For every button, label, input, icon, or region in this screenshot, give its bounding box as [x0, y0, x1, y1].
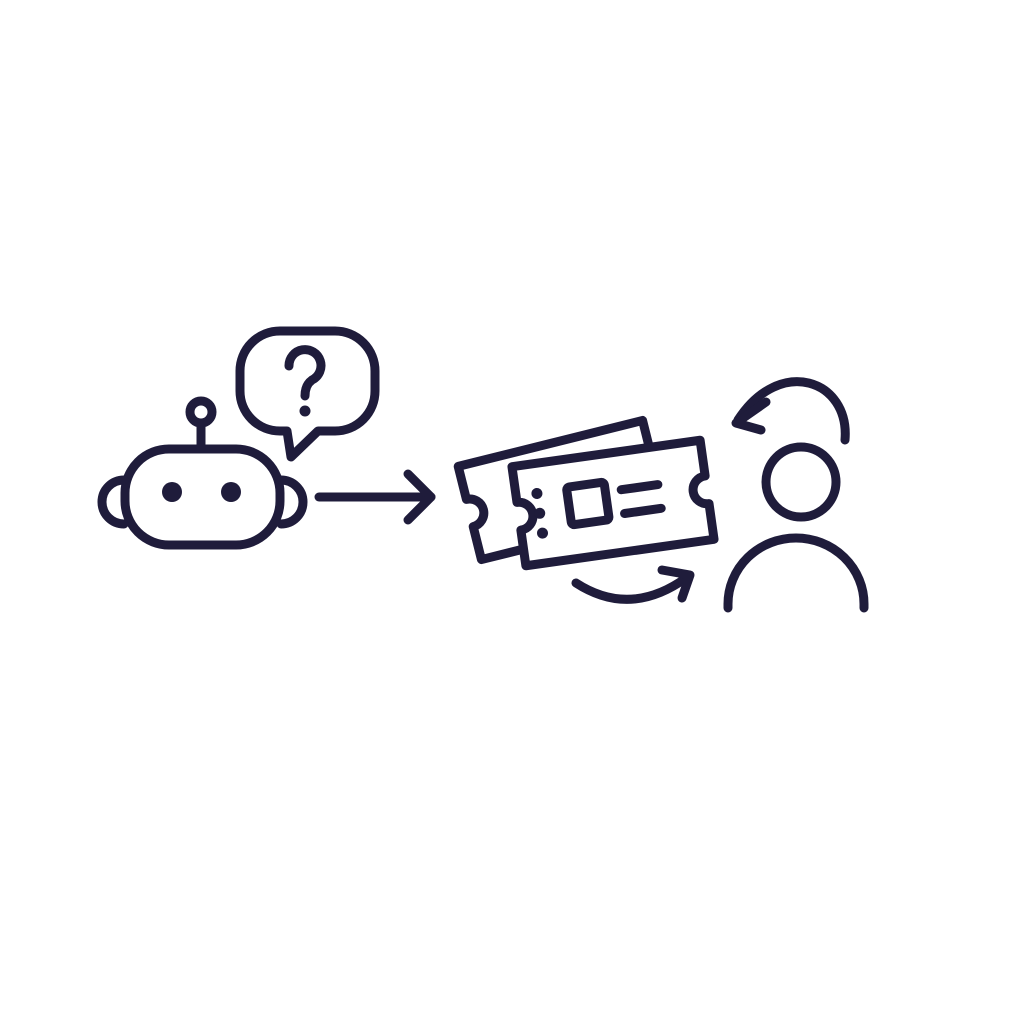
robot-icon — [97, 396, 308, 550]
robot-head — [120, 444, 285, 550]
robot-antenna-ball — [185, 396, 217, 428]
person-icon — [723, 442, 869, 613]
robot-left-ear — [97, 475, 129, 529]
curved-arrow-icon — [571, 565, 695, 604]
robot-right-eye — [221, 482, 241, 502]
person-body — [723, 533, 869, 613]
ticket-photo-box — [562, 477, 614, 530]
question-mark-dot — [299, 405, 311, 417]
tickets-icon — [453, 415, 719, 571]
front-ticket — [507, 435, 719, 571]
arrow-right-icon — [314, 469, 436, 525]
question-mark — [284, 345, 326, 401]
robot-left-eye — [162, 482, 182, 502]
speech-bubble — [235, 326, 380, 462]
return-arrow-icon — [731, 377, 850, 445]
speech-bubble-question-icon: ? — [235, 326, 380, 462]
person-head — [761, 442, 841, 522]
robot-right-ear — [276, 475, 308, 529]
